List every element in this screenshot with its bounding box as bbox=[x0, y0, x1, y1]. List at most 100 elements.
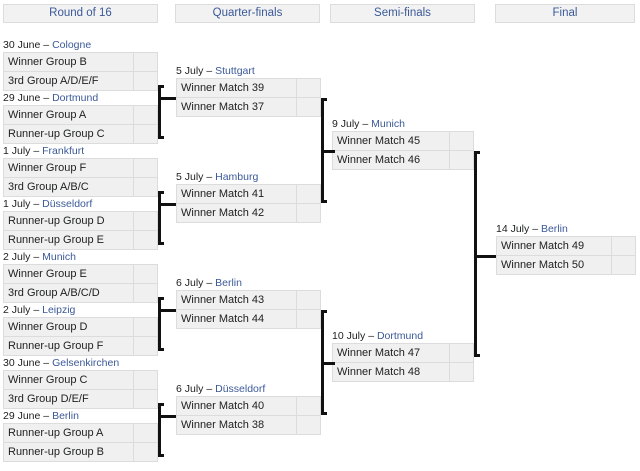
team-score bbox=[611, 236, 636, 256]
team-score bbox=[133, 370, 158, 390]
table-row: Winner Match 47 bbox=[332, 343, 474, 363]
table-row: Winner Match 49 bbox=[496, 236, 636, 256]
team-name: Winner Group B bbox=[3, 52, 134, 72]
match-venue-link[interactable]: Berlin bbox=[52, 410, 79, 422]
connector-r16-pair-4-stub bbox=[158, 415, 176, 418]
team-score bbox=[296, 290, 321, 310]
team-name: Winner Match 50 bbox=[496, 255, 612, 275]
match-date: 10 July bbox=[332, 330, 366, 342]
team-score bbox=[133, 211, 158, 231]
connector-r16-pair-1-stub bbox=[158, 97, 176, 100]
connector-qf-pair-2-bottom bbox=[321, 412, 327, 415]
team-name: Runner-up Group F bbox=[3, 336, 134, 356]
match-date: 2 July bbox=[3, 304, 31, 316]
team-score bbox=[296, 415, 321, 435]
match-venue-link[interactable]: Hamburg bbox=[215, 171, 259, 183]
team-score bbox=[611, 255, 636, 275]
table-row: 3rd Group A/B/C/D bbox=[3, 283, 158, 303]
match-label-dash: – bbox=[362, 118, 369, 130]
match-label-dash: – bbox=[206, 277, 213, 289]
team-score bbox=[133, 177, 158, 197]
match-table: Winner Match 47 Winner Match 48 bbox=[332, 343, 474, 382]
table-row: Winner Match 43 bbox=[176, 290, 321, 310]
connector-qf-pair-1-top bbox=[321, 98, 327, 101]
team-score bbox=[133, 71, 158, 91]
table-row: Winner Match 48 bbox=[332, 362, 474, 382]
team-name: Winner Match 40 bbox=[176, 396, 297, 416]
match-table: Winner Group A Runner-up Group C bbox=[3, 105, 158, 144]
team-score bbox=[133, 389, 158, 409]
connector-r16-pair-3-stub bbox=[158, 309, 176, 312]
team-score bbox=[133, 442, 158, 462]
match-venue-link[interactable]: Munich bbox=[371, 118, 405, 130]
match-label-dash: – bbox=[43, 410, 50, 422]
team-score bbox=[133, 283, 158, 303]
match-venue-link[interactable]: Gelsenkirchen bbox=[52, 357, 120, 369]
table-row: Winner Match 42 bbox=[176, 203, 321, 223]
match-venue-link[interactable]: Frankfurt bbox=[42, 145, 85, 157]
match-venue-link[interactable]: Düsseldorf bbox=[42, 198, 93, 210]
match-venue-link[interactable]: Munich bbox=[42, 251, 76, 263]
team-score bbox=[133, 423, 158, 443]
team-name: Runner-up Group B bbox=[3, 442, 134, 462]
team-score bbox=[133, 52, 158, 72]
match-date: 9 July bbox=[332, 118, 360, 130]
table-row: Winner Group B bbox=[3, 52, 158, 72]
match-label: 14 July – Berlin bbox=[496, 222, 568, 236]
team-name: Winner Match 38 bbox=[176, 415, 297, 435]
match-date: 14 July bbox=[496, 223, 530, 235]
match-label-dash: – bbox=[368, 330, 375, 342]
team-score bbox=[296, 78, 321, 98]
match-label: 1 July – Frankfurt bbox=[3, 144, 84, 158]
match-venue-link[interactable]: Dortmund bbox=[52, 92, 99, 104]
match-venue-link[interactable]: Dortmund bbox=[376, 330, 424, 342]
match-table: Winner Match 45 Winner Match 46 bbox=[332, 131, 474, 170]
match-label-dash: – bbox=[33, 251, 40, 263]
match-label-dash: – bbox=[43, 92, 50, 104]
match-date: 29 June bbox=[3, 92, 41, 104]
table-row: 3rd Group D/E/F bbox=[3, 389, 158, 409]
connector-qf-pair-2-top bbox=[321, 310, 327, 313]
match-label-dash: – bbox=[206, 171, 213, 183]
table-row: 3rd Group A/D/E/F bbox=[3, 71, 158, 91]
team-name: Winner Match 47 bbox=[332, 343, 450, 363]
table-row: Runner-up Group F bbox=[3, 336, 158, 356]
match-label: 9 July – Munich bbox=[332, 117, 405, 131]
match-venue-link[interactable]: Cologne bbox=[52, 39, 92, 51]
team-score bbox=[296, 184, 321, 204]
table-row: Winner Group C bbox=[3, 370, 158, 390]
table-row: Winner Match 44 bbox=[176, 309, 321, 329]
team-score bbox=[133, 105, 158, 125]
team-name: Winner Group F bbox=[3, 158, 134, 178]
match-venue-link[interactable]: Stuttgart bbox=[215, 65, 255, 77]
table-row: Winner Match 50 bbox=[496, 255, 636, 275]
team-name: Runner-up Group A bbox=[3, 423, 134, 443]
match-date: 29 June bbox=[3, 410, 41, 422]
team-score bbox=[449, 131, 474, 151]
match-label: 6 July – Berlin bbox=[176, 276, 242, 290]
match-date: 6 July bbox=[176, 277, 204, 289]
table-row: Winner Group A bbox=[3, 105, 158, 125]
match-label: 29 June – Dortmund bbox=[3, 91, 98, 105]
match-venue-link[interactable]: Düsseldorf bbox=[215, 383, 266, 395]
match-label: 1 July – Düsseldorf bbox=[3, 197, 92, 211]
match-venue-link[interactable]: Berlin bbox=[540, 223, 568, 235]
team-name: Winner Match 46 bbox=[332, 150, 450, 170]
match-venue-link[interactable]: Berlin bbox=[215, 277, 242, 289]
match-date: 30 June bbox=[3, 357, 41, 369]
match-date: 30 June bbox=[3, 39, 41, 51]
connector-r16-pair-3-vertical bbox=[158, 297, 161, 351]
team-score bbox=[449, 150, 474, 170]
team-name: Runner-up Group E bbox=[3, 230, 134, 250]
match-table: Runner-up Group A Runner-up Group B bbox=[3, 423, 158, 462]
table-row: Winner Match 40 bbox=[176, 396, 321, 416]
team-score bbox=[449, 343, 474, 363]
connector-sf-pair-vertical bbox=[474, 151, 477, 357]
table-row: Winner Group D bbox=[3, 317, 158, 337]
connector-sf-pair-bottom bbox=[474, 354, 480, 357]
team-name: Winner Group C bbox=[3, 370, 134, 390]
match-label: 5 July – Stuttgart bbox=[176, 64, 255, 78]
table-row: Winner Match 39 bbox=[176, 78, 321, 98]
match-label: 10 July – Dortmund bbox=[332, 329, 423, 343]
match-venue-link[interactable]: Leipzig bbox=[42, 304, 76, 316]
